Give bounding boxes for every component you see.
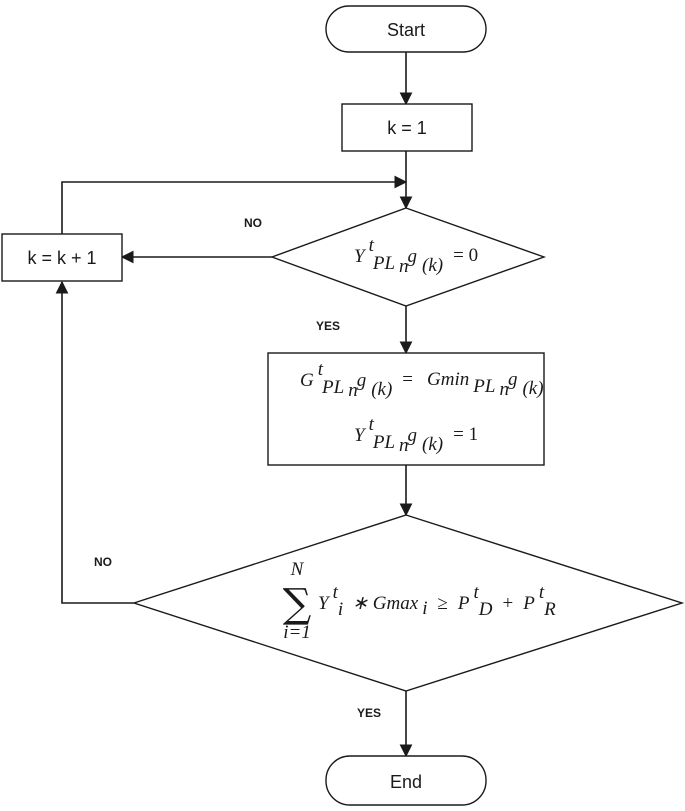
d2-plus: + — [503, 593, 514, 614]
d2-sum-symbol: ∑ — [283, 581, 312, 627]
d2-pr-sup: t — [539, 582, 545, 603]
p1-sub-pl: PL — [321, 377, 344, 398]
p2-sub-n: n — [399, 435, 409, 456]
process-formula-line2: Y t PL n g (k) = 1 — [354, 414, 478, 456]
process-formula-line1: G t PL n g (k) = Gmin PL n g (k) — [300, 359, 544, 401]
d2-term-sup: t — [333, 582, 339, 603]
decision2-diamond — [131, 514, 685, 692]
p1-sub-n: n — [348, 380, 358, 401]
p2-var: Y — [354, 425, 367, 446]
increment-box — [1, 233, 123, 282]
d1-sup: t — [369, 235, 375, 256]
d2-pd-sup: t — [474, 582, 480, 603]
d2-geq: ≥ — [437, 593, 447, 614]
arrow-decision2-no-to-increment — [55, 280, 134, 604]
decision1-node: Y t PL n g (k) = 0 — [269, 207, 547, 307]
decision1-formula: Y t PL n g (k) = 0 — [354, 235, 478, 277]
d1-sub-pl: PL — [372, 253, 395, 274]
edge-label-no-bottom: NO — [94, 555, 112, 569]
d2-pd: P — [457, 593, 470, 614]
d1-sub-k: (k) — [422, 255, 443, 276]
start-terminator — [325, 5, 487, 53]
init-box — [341, 103, 473, 152]
d2-lower-limit: i=1 — [283, 622, 311, 643]
d2-upper-limit: N — [290, 559, 305, 580]
d2-inequality: Y t i ∗ Gmax i ≥ P t D + P t R — [318, 582, 556, 620]
p2-sub-k: (k) — [422, 434, 443, 455]
d2-gmax-sub: i — [422, 598, 427, 619]
p1-sub-g: g — [357, 370, 367, 391]
edge-label-yes-bottom: YES — [357, 706, 381, 720]
p1-rhs-sub-k: (k) — [522, 378, 543, 399]
start-label: Start — [387, 20, 425, 40]
p1-rhs: Gmin — [427, 369, 469, 390]
p1-rhs-sub-n: n — [499, 379, 509, 400]
p1-var: G — [300, 370, 314, 391]
d2-times-gmax: ∗ Gmax — [352, 593, 419, 614]
d2-term-var: Y — [318, 593, 331, 614]
p1-eq: = — [402, 369, 413, 390]
end-label: End — [390, 772, 422, 792]
start-node: Start — [325, 5, 487, 53]
p2-sub-g: g — [408, 425, 418, 446]
d1-rhs: = 0 — [453, 245, 478, 266]
d2-term-sub: i — [338, 599, 343, 620]
d2-pr-sub: R — [543, 599, 556, 620]
arrow-increment-loop-to-top — [61, 175, 408, 234]
end-node: End — [325, 755, 487, 806]
edge-labels: NO YES NO YES — [94, 216, 381, 720]
connectors — [55, 52, 413, 758]
edge-label-yes-top: YES — [316, 319, 340, 333]
p1-rhs-sub-g: g — [508, 369, 518, 390]
d1-sub-n: n — [399, 256, 409, 277]
end-terminator — [325, 755, 487, 806]
increment-node: k = k + 1 — [1, 233, 123, 282]
process-node: G t PL n g (k) = Gmin PL n g (k) Y t PL … — [267, 352, 545, 466]
init-node: k = 1 — [341, 103, 473, 152]
p2-rhs: = 1 — [453, 424, 478, 445]
init-label: k = 1 — [387, 118, 427, 138]
edge-label-no-top: NO — [244, 216, 262, 230]
p2-sup: t — [369, 414, 375, 435]
p1-sup: t — [318, 359, 324, 380]
d1-var: Y — [354, 246, 367, 267]
d1-sub-g: g — [408, 246, 418, 267]
d2-pd-sub: D — [478, 599, 493, 620]
p1-rhs-sub-pl: PL — [472, 376, 495, 397]
process-box — [267, 352, 545, 466]
increment-label: k = k + 1 — [27, 248, 96, 268]
d2-pr: P — [522, 593, 535, 614]
decision2-node: N ∑ i=1 Y t i ∗ Gmax i ≥ P t D + P t R — [131, 514, 685, 692]
decision1-diamond — [269, 207, 547, 307]
p1-sub-k: (k) — [371, 379, 392, 400]
p2-sub-pl: PL — [372, 432, 395, 453]
